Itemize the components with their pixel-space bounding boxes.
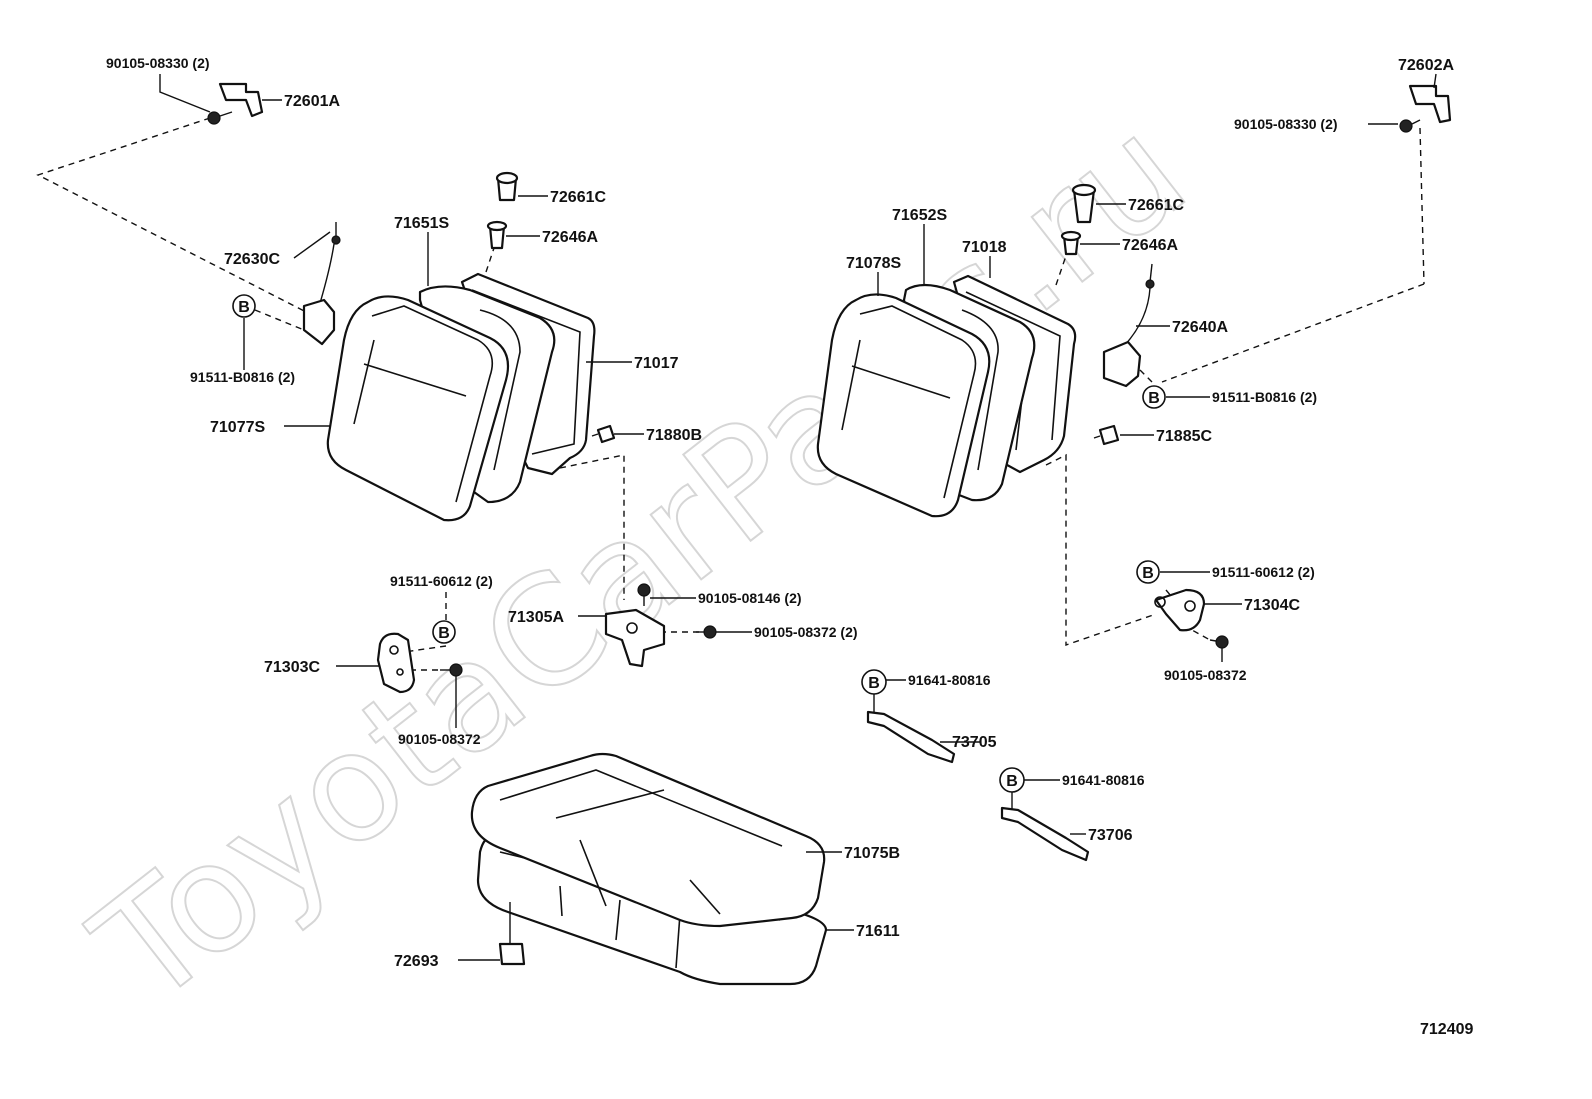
clip-72693 — [498, 902, 526, 966]
bolt-90105-08146 — [637, 583, 651, 606]
label-71880B: 71880B — [646, 427, 702, 444]
svg-text:B: B — [1006, 773, 1018, 790]
diagram-code: 712409 — [1420, 1021, 1473, 1038]
label-91511-B0816-right: 91511-B0816 (2) — [1212, 389, 1317, 405]
headrest-support-72661C-left — [495, 171, 519, 202]
label-91511-B0816-left: 91511-B0816 (2) — [190, 369, 295, 385]
label-72693: 72693 — [394, 953, 439, 970]
bolt-90105-08372-right — [1209, 635, 1229, 649]
label-71075B: 71075B — [844, 845, 900, 862]
label-71078S: 71078S — [846, 255, 901, 272]
label-71611: 71611 — [856, 923, 900, 940]
ref-marker-b-left-upper: B — [232, 294, 256, 318]
label-71652S: 71652S — [892, 207, 947, 224]
rail-73706 — [1000, 806, 1090, 862]
rail-73705 — [866, 710, 956, 764]
svg-text:B: B — [868, 675, 880, 692]
label-71017: 71017 — [634, 355, 679, 372]
ref-marker-b-rail-b: B — [999, 767, 1025, 793]
hinge-71303C — [376, 632, 416, 694]
label-72646A-right: 72646A — [1122, 237, 1178, 254]
dashed-reference-lines — [36, 117, 1425, 671]
label-90105-08146: 90105-08146 (2) — [698, 590, 802, 606]
label-72601A: 72601A — [284, 93, 340, 110]
label-71077S: 71077S — [210, 419, 265, 436]
headrest-guide-72646A-right — [1060, 230, 1082, 256]
label-71885C: 71885C — [1156, 428, 1212, 445]
clip-71880B — [591, 424, 616, 444]
headrest-guide-72646A-left — [486, 220, 508, 250]
left-seatback-cover-71077S — [326, 295, 510, 522]
label-71305A: 71305A — [508, 609, 564, 626]
svg-text:B: B — [438, 625, 450, 642]
label-91641-80816-b: 91641-80816 — [1062, 772, 1145, 788]
label-71304C: 71304C — [1244, 597, 1300, 614]
bolt-90105-08330-right — [1399, 119, 1421, 133]
ref-marker-b-left-lower: B — [432, 620, 456, 644]
ref-marker-b-right-upper: B — [1142, 385, 1166, 409]
seatbelt-buckle-72640A — [1102, 263, 1155, 388]
label-90105-08330-right: 90105-08330 (2) — [1234, 116, 1338, 132]
label-71651S: 71651S — [394, 215, 449, 232]
ref-marker-b-rail-a: B — [861, 669, 887, 695]
svg-text:B: B — [1148, 390, 1160, 407]
seat-cushion-cover-71075B — [470, 752, 826, 928]
label-91511-60612-left: 91511-60612 (2) — [390, 573, 493, 589]
label-90105-08372-mid: 90105-08372 (2) — [754, 624, 858, 640]
label-72602A: 72602A — [1398, 57, 1454, 74]
lock-71305A — [604, 608, 666, 668]
bracket-72601A — [218, 82, 264, 118]
ref-marker-b-right-lower: B — [1136, 560, 1160, 584]
leader-lines — [159, 73, 1437, 961]
bracket-72602A — [1408, 84, 1452, 124]
seatbelt-buckle-72630C — [302, 222, 341, 346]
bolt-90105-08330-left — [207, 111, 233, 125]
label-73706: 73706 — [1088, 827, 1133, 844]
right-seatback-cover-71078S — [816, 293, 991, 518]
svg-text:B: B — [238, 299, 250, 316]
label-73705: 73705 — [952, 734, 997, 751]
label-72661C-right: 72661C — [1128, 197, 1184, 214]
part-labels: 90105-08330 (2) 72601A 72602A 90105-0833… — [106, 55, 1454, 970]
label-90105-08330-left: 90105-08330 (2) — [106, 55, 210, 71]
label-90105-08372-right: 90105-08372 — [1164, 667, 1247, 683]
bolt-90105-08372-mid — [696, 625, 717, 639]
svg-text:B: B — [1142, 565, 1154, 582]
label-72630C: 72630C — [224, 251, 280, 268]
label-91641-80816-a: 91641-80816 — [908, 672, 991, 688]
label-90105-08372-left: 90105-08372 — [398, 731, 481, 747]
label-71018: 71018 — [962, 239, 1007, 256]
clip-71885C — [1093, 424, 1120, 446]
hinge-71304C — [1154, 588, 1206, 632]
label-71303C: 71303C — [264, 659, 320, 676]
headrest-support-72661C-right — [1071, 183, 1097, 224]
label-72646A-left: 72646A — [542, 229, 598, 246]
label-91511-60612-right: 91511-60612 (2) — [1212, 564, 1315, 580]
label-72640A: 72640A — [1172, 319, 1228, 336]
label-72661C-left: 72661C — [550, 189, 606, 206]
